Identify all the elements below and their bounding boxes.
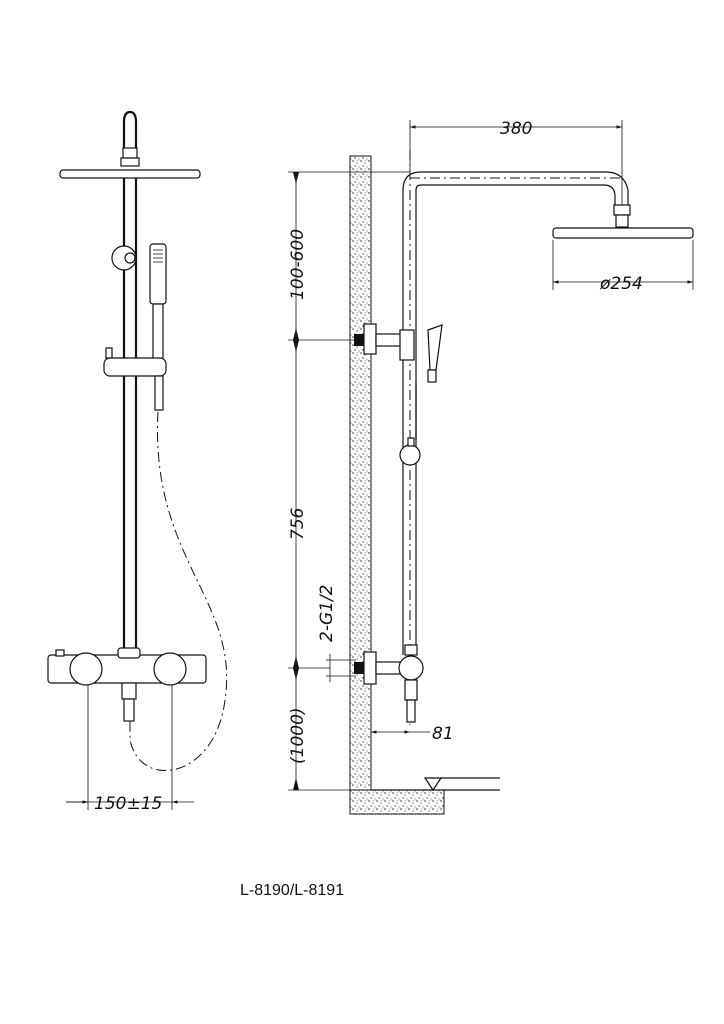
dim-arm-length: 380 bbox=[500, 119, 532, 139]
front-view: 150±15 bbox=[47, 110, 228, 814]
model-number: L-8190/L-8191 bbox=[240, 882, 345, 899]
dim-head-diameter: ø254 bbox=[599, 274, 643, 294]
dim-mount-height: (1000) bbox=[288, 707, 308, 764]
dim-rail-height: 756 bbox=[288, 507, 308, 540]
side-view: 380 ø254 100-600 756 (1000) 2-G1/2 81 bbox=[288, 119, 694, 815]
dim-wall-offset: 81 bbox=[432, 724, 454, 744]
dim-inlet-thread: 2-G1/2 bbox=[317, 585, 337, 642]
dim-adjust-range: 100-600 bbox=[288, 229, 308, 300]
dim-inlet-spacing: 150±15 bbox=[94, 794, 162, 814]
